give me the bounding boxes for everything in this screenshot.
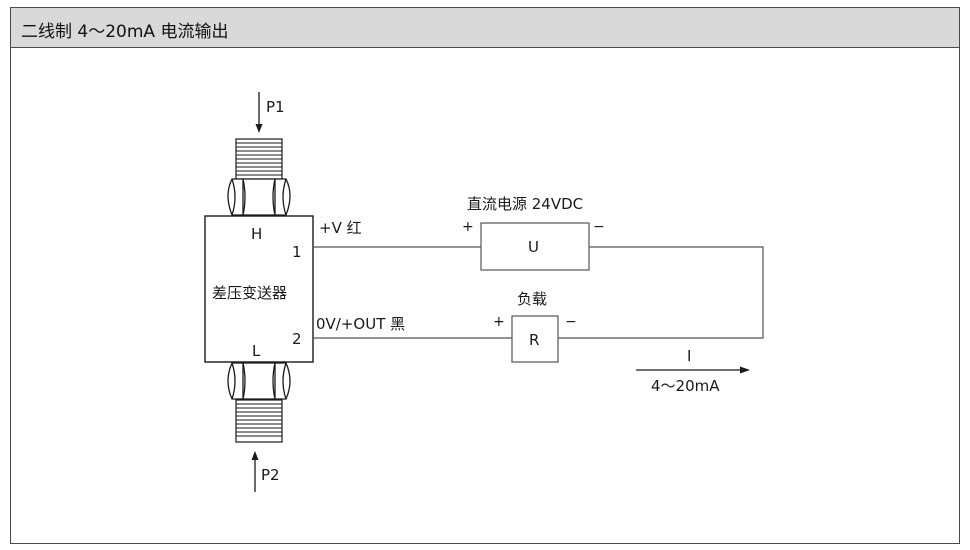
transmitter-name: 差压变送器 [212,284,287,302]
diagram-title: 二线制 4～20mA 电流输出 [21,22,229,42]
transmitter-body [204,215,314,363]
diagram-frame: 二线制 4～20mA 电流输出 [10,7,960,544]
power-supply-symbol: U [528,238,539,256]
port-low-label: L [252,342,261,360]
output-wire-label: 0V/+OUT 黑 [316,315,405,333]
load-symbol: R [529,331,539,349]
load-label: 负载 [517,290,547,308]
port-high-label: H [251,225,262,243]
load-box [511,315,559,363]
bottom-threaded-fitting [235,399,283,443]
top-hex-nut [227,178,291,216]
current-symbol: I [687,347,691,365]
current-range-label: 4～20mA [651,377,720,395]
power-supply-box [480,222,590,271]
terminal-2-label: 2 [292,330,302,348]
pressure-p1-label: P1 [266,98,285,116]
pressure-p1-arrow [255,92,263,133]
pressure-p2-label: P2 [261,466,280,484]
positive-wire-label: +V 红 [319,219,362,237]
load-plus: + [493,314,505,330]
bottom-hex-nut [227,362,291,400]
power-supply-label: 直流电源 24VDC [467,195,583,213]
current-arrow-head [740,366,750,374]
title-bar: 二线制 4～20mA 电流输出 [11,8,959,48]
load-minus: − [565,314,577,330]
power-supply-minus: − [593,219,605,235]
top-threaded-fitting [235,138,283,180]
pressure-p2-arrow [251,451,259,492]
terminal-1-label: 1 [292,243,302,261]
power-supply-plus: + [462,219,474,235]
return-wire [558,246,764,339]
